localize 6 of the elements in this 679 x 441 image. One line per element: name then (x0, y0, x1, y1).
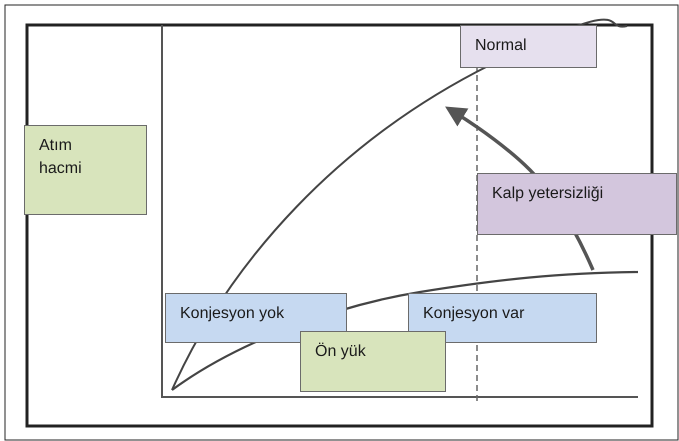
axis-label: Atım hacmi (39, 136, 83, 180)
region-label: Konjesyon var (423, 304, 526, 324)
region-label: Konjesyon yok (180, 304, 286, 324)
curve-label: Normal (475, 36, 528, 56)
axis-label: Ön yük (315, 342, 367, 362)
curve-label: Kalp yetersizliği (492, 184, 604, 204)
